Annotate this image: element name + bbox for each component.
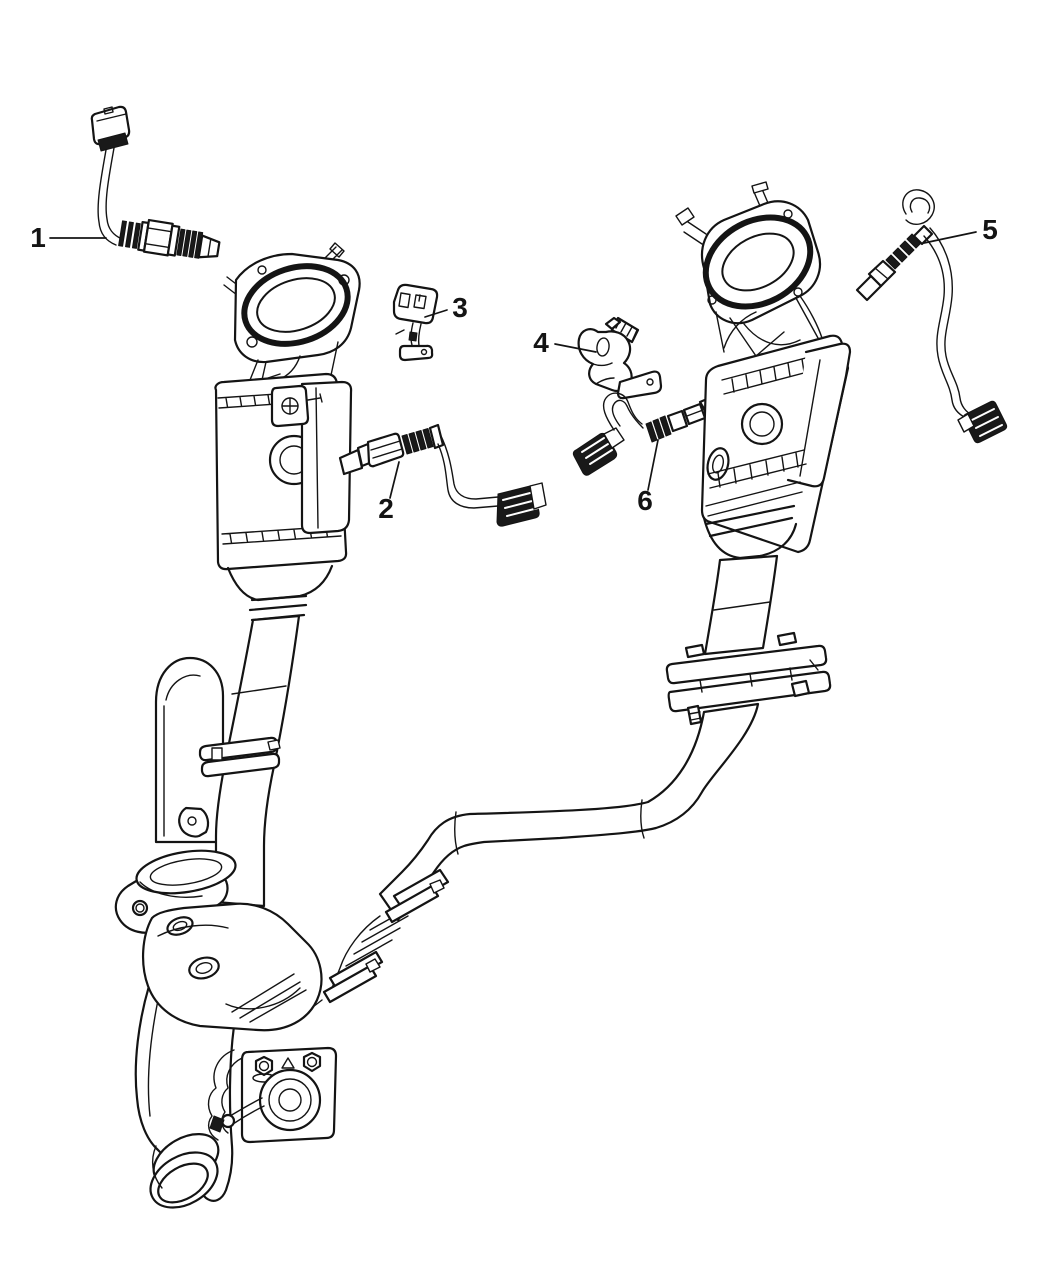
callout-2-number: 2 bbox=[378, 493, 394, 524]
bracket-3-drawing bbox=[392, 283, 439, 362]
callout-6-number: 6 bbox=[637, 485, 653, 516]
oxygen-sensor-2-drawing bbox=[338, 423, 547, 527]
callout-1-number: 1 bbox=[30, 222, 46, 253]
oxygen-sensor-6-drawing bbox=[572, 392, 722, 476]
right-flange-joint bbox=[665, 631, 832, 726]
callout-4-leader bbox=[554, 343, 597, 353]
callout-5-leader bbox=[923, 231, 977, 244]
hanger-tab bbox=[178, 806, 210, 838]
pipe-clamp bbox=[198, 736, 281, 778]
callout-6-leader bbox=[647, 439, 659, 491]
callout-3-leader bbox=[424, 309, 448, 318]
front-pipe-elbow bbox=[154, 656, 225, 844]
callout-leader-lines bbox=[49, 231, 977, 499]
callout-4-number: 4 bbox=[533, 327, 549, 358]
outlet-tip bbox=[149, 1133, 220, 1209]
callout-2-leader bbox=[389, 461, 400, 499]
right-catalytic-converter-drawing bbox=[675, 181, 852, 560]
flex-coupling bbox=[285, 868, 450, 1019]
right-downpipe bbox=[703, 554, 779, 656]
oxygen-sensor-1-drawing bbox=[90, 105, 221, 259]
left-catalytic-converter-drawing bbox=[214, 242, 361, 622]
bracket-4-drawing bbox=[577, 316, 663, 400]
sensor-1-body bbox=[118, 218, 221, 259]
valve-actuator bbox=[207, 1046, 338, 1144]
callout-3-number: 3 bbox=[452, 292, 468, 323]
callout-5-number: 5 bbox=[982, 214, 998, 245]
y-collector bbox=[141, 902, 323, 1032]
oxygen-sensor-5-drawing bbox=[855, 189, 1008, 444]
